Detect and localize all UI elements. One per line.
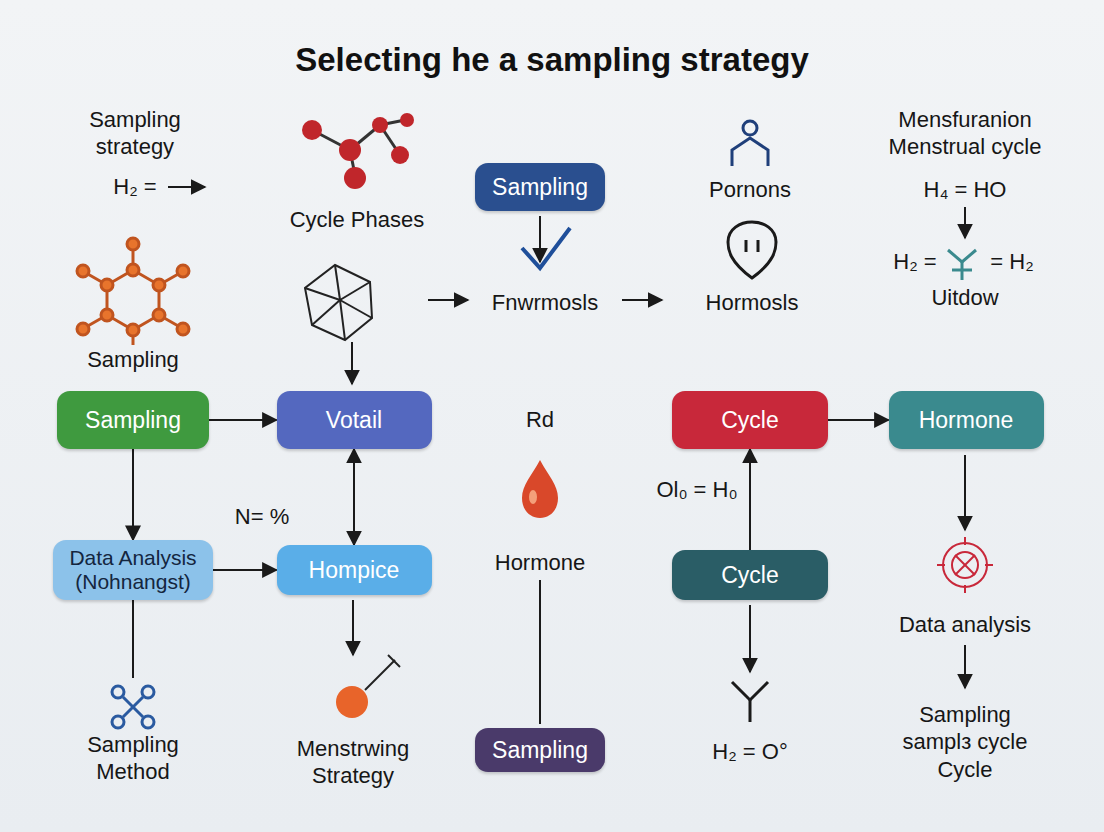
branch-icon bbox=[732, 682, 768, 722]
diagram-label: Data analysis bbox=[899, 611, 1031, 639]
layout-arrows bbox=[133, 187, 965, 724]
flow-arrow bbox=[213, 569, 277, 571]
box-text: Sampling bbox=[492, 737, 588, 763]
diagram-label: = H₂ bbox=[990, 248, 1033, 276]
diagram-label: H₂ = O° bbox=[712, 738, 787, 766]
process-box: Hormone bbox=[889, 391, 1044, 449]
diagram-label: Menstrwing Strategy bbox=[286, 735, 421, 790]
diagram-label: Pornons bbox=[709, 176, 791, 204]
box-text: Cycle bbox=[721, 562, 779, 588]
box-text: Cycle bbox=[721, 407, 779, 433]
process-box: Cycle bbox=[672, 550, 828, 600]
droplet-icon bbox=[522, 460, 558, 518]
process-box: Data Analysis (Nohnangst) bbox=[53, 540, 213, 600]
ball-icon bbox=[336, 655, 400, 718]
flow-arrow bbox=[828, 419, 889, 421]
process-box: Hompice bbox=[277, 545, 432, 595]
flow-arrow bbox=[749, 449, 751, 550]
diagram-title: Selecting he a sampling strategy bbox=[295, 41, 809, 79]
polyhedron-icon bbox=[305, 265, 372, 340]
diagram-label: Uitdow bbox=[931, 284, 998, 312]
flow-arrow bbox=[132, 449, 134, 540]
person-icon bbox=[732, 121, 768, 166]
diagram-label: H₄ = HO bbox=[924, 176, 1007, 204]
process-box: Sampling bbox=[475, 728, 605, 772]
molecule-icon bbox=[302, 113, 414, 189]
diagram-label: Cycle Phases bbox=[290, 206, 425, 234]
diagram-label: Fnwrmosls bbox=[492, 289, 598, 317]
flow-arrow bbox=[209, 419, 277, 421]
diagram-label: Hormone bbox=[495, 549, 585, 577]
diagram-label: H₂ = bbox=[113, 173, 156, 201]
process-box: Cycle bbox=[672, 391, 828, 449]
box-text: Hormone bbox=[919, 407, 1014, 433]
hexagon-molecule-icon bbox=[77, 238, 189, 345]
process-box: Sampling bbox=[57, 391, 209, 449]
diagram-label: Rd bbox=[526, 406, 554, 434]
diagram-label: Sampling Method bbox=[78, 731, 188, 786]
diagram-label: Ol₀ = H₀ bbox=[656, 476, 737, 504]
diagram-label: Sampling bbox=[87, 346, 179, 374]
process-box: Sampling bbox=[475, 163, 605, 211]
box-text: Hompice bbox=[309, 557, 400, 583]
process-box: Votail bbox=[277, 391, 432, 449]
target-icon bbox=[937, 537, 993, 593]
diagram-label: Sampling samplз cycle Cycle bbox=[893, 701, 1038, 784]
box-text: Votail bbox=[326, 407, 382, 433]
checkmark-icon bbox=[522, 228, 570, 268]
pin-icon bbox=[728, 222, 776, 278]
diagram-label: Sampling strategy bbox=[75, 106, 195, 161]
funnel-symbol bbox=[948, 250, 976, 280]
box-text: Data Analysis (Nohnangst) bbox=[67, 546, 199, 594]
diagram-label: Mensfuranion Menstrual cycle bbox=[876, 106, 1054, 161]
diagram-label: Hormosls bbox=[706, 289, 799, 317]
box-text: Sampling bbox=[492, 174, 588, 200]
flow-arrow bbox=[353, 449, 355, 545]
diagram-label: N= % bbox=[235, 503, 289, 531]
diagram-label: H₂ = bbox=[893, 248, 936, 276]
box-text: Sampling bbox=[85, 407, 181, 433]
scissors-icon bbox=[112, 686, 154, 728]
